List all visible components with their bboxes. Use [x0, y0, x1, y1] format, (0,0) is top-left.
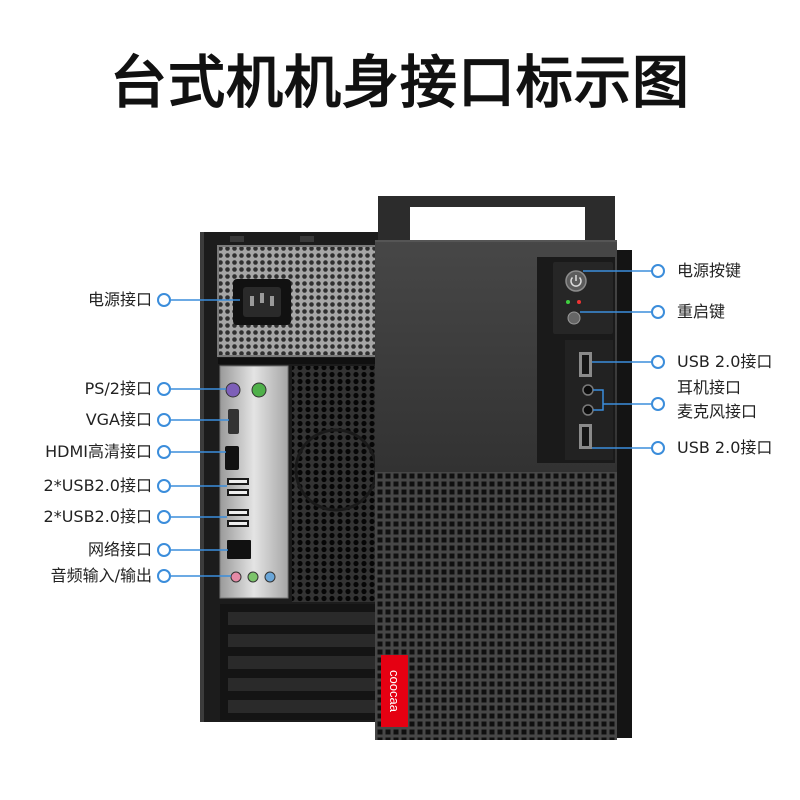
label-reset-button: 重启键: [677, 302, 726, 321]
label-power-button: 电源按键: [677, 261, 742, 280]
front-usb-port-2: [579, 424, 592, 449]
callout-lines: [170, 270, 652, 577]
page-title: 台式机机身接口标示图: [110, 50, 690, 116]
power-socket: [233, 279, 291, 325]
label-mic-jack: 麦克风接口: [677, 402, 758, 421]
label-hdmi-port: HDMI高清接口: [45, 442, 152, 461]
label-rear-power-port: 电源接口: [87, 290, 152, 309]
mic-jack: [582, 404, 594, 416]
usb-ports-rear-2: [227, 509, 249, 527]
vga-port: [228, 409, 239, 434]
label-headphone-jack: 耳机接口: [677, 378, 742, 397]
led-red: [577, 300, 581, 304]
rear-case: [200, 232, 383, 722]
callout-dots: [157, 264, 665, 583]
audio-jacks: [230, 571, 276, 583]
front-usb-port-1: [579, 352, 592, 377]
expansion-slots: [220, 604, 382, 720]
label-ethernet-port: 网络接口: [87, 540, 152, 559]
label-ps2-port: PS/2接口: [84, 379, 152, 398]
reset-button: [567, 311, 581, 325]
rear-vent: [292, 366, 382, 602]
front-case: coocaa: [375, 196, 632, 740]
power-icon: [570, 275, 582, 287]
brand-badge: coocaa: [381, 655, 408, 727]
label-front-usb-2: USB 2.0接口: [677, 438, 773, 457]
label-front-usb-1: USB 2.0接口: [677, 352, 773, 371]
usb-ports-rear-1: [227, 478, 249, 496]
headphone-jack: [582, 384, 594, 396]
ps2-ports: [225, 382, 267, 398]
front-panel: [537, 257, 615, 463]
power-button: [565, 270, 587, 292]
io-shield: [219, 365, 289, 599]
carry-handle: [378, 196, 615, 245]
label-rear-usb-2: 2*USB2.0接口: [43, 507, 152, 526]
label-rear-usb-1: 2*USB2.0接口: [43, 476, 152, 495]
ethernet-port: [227, 540, 251, 559]
hdmi-port: [225, 446, 239, 470]
label-vga-port: VGA接口: [85, 410, 152, 429]
front-mesh: [375, 472, 617, 740]
led-green: [566, 300, 570, 304]
label-audio-io: 音频输入/输出: [50, 566, 152, 585]
brand-logo: coocaa: [387, 670, 402, 713]
